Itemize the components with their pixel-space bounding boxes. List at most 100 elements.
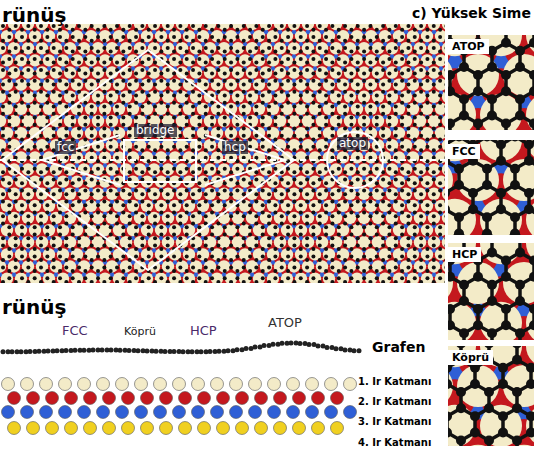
ir-blue: [274, 2, 286, 14]
ir-red: [267, 289, 279, 301]
ir-blue: [372, 293, 384, 305]
ir-blue: [246, 293, 258, 305]
ir-red: [190, 301, 202, 313]
ir-red: [162, 10, 174, 22]
ir-red: [309, 0, 321, 10]
ir-blue: [288, 293, 300, 305]
ir-blue: [379, 305, 391, 317]
ir-red: [120, 301, 132, 313]
ir-blue: [232, 293, 244, 305]
ir-blue: [302, 293, 314, 305]
ir-red: [365, 289, 377, 301]
ir-blue: [309, 305, 321, 317]
ir-red: [379, 289, 391, 301]
ir-red: [337, 289, 349, 301]
ir-red: [295, 0, 307, 10]
ir-cream: [211, 6, 223, 18]
ir-red: [176, 301, 188, 313]
ir-blue: [400, 293, 412, 305]
ir-red: [309, 289, 321, 301]
ir-cream: [1, 54, 13, 66]
ir-cream: [288, 0, 300, 6]
ir-cream: [267, 54, 279, 66]
ir-cream: [113, 6, 125, 18]
ir-blue: [428, 293, 440, 305]
ir-blue: [155, 305, 167, 317]
ir-red: [99, 289, 111, 301]
ir-red: [239, 289, 251, 301]
ir-red: [127, 0, 139, 10]
ir-cream: [386, 18, 398, 30]
ir-cream: [106, 0, 118, 6]
ir-cream: [141, 6, 153, 18]
ir-cream: [92, 0, 104, 6]
ir-cream: [148, 0, 160, 6]
ir-red: [274, 301, 286, 313]
ir-red: [288, 301, 300, 313]
ir-cream: [204, 0, 216, 6]
ir-red: [113, 0, 125, 10]
ir-red: [204, 301, 216, 313]
ir-cream: [85, 6, 97, 18]
ir-blue: [365, 305, 377, 317]
ir-cream: [267, 6, 279, 18]
ir-blue: [421, 305, 433, 317]
ir-red: [190, 10, 202, 22]
ir-blue: [288, 2, 300, 14]
ir-cream: [204, 18, 216, 30]
ir-cream: [323, 6, 335, 18]
ir-blue: [120, 2, 132, 14]
ir-red: [428, 301, 440, 313]
ir-blue: [190, 293, 202, 305]
ir-cream: [169, 6, 181, 18]
ir-red: [344, 10, 356, 22]
ir-red: [379, 0, 391, 10]
ir-blue: [78, 2, 90, 14]
ir-blue: [204, 2, 216, 14]
ir-blue: [99, 305, 111, 317]
ir-cream: [183, 6, 195, 18]
ir-red: [260, 10, 272, 22]
ir-red: [148, 301, 160, 313]
ir-blue: [253, 305, 265, 317]
ir-cream: [78, 0, 90, 6]
ir-cream: [400, 0, 412, 6]
ir-red: [274, 10, 286, 22]
ir-red: [134, 301, 146, 313]
ir-red: [232, 10, 244, 22]
ir-blue: [148, 293, 160, 305]
ir-cream: [246, 18, 258, 30]
ir-red: [85, 0, 97, 10]
ir-blue: [344, 2, 356, 14]
ir-red: [316, 301, 328, 313]
ir-blue: [162, 2, 174, 14]
ir-red: [113, 289, 125, 301]
ir-blue: [190, 2, 202, 14]
ir-cream: [309, 54, 321, 66]
ir-red: [211, 289, 223, 301]
ir-cream: [71, 6, 83, 18]
ir-cream: [337, 6, 349, 18]
ir-red: [281, 0, 293, 10]
ir-blue: [148, 2, 160, 14]
ir-blue: [323, 305, 335, 317]
ir-blue: [176, 293, 188, 305]
ir-blue: [393, 305, 405, 317]
ir-blue: [260, 293, 272, 305]
ir-blue: [204, 293, 216, 305]
ir-red: [141, 0, 153, 10]
ir-blue: [134, 2, 146, 14]
ir-red: [246, 301, 258, 313]
ir-cream: [253, 6, 265, 18]
ir-red: [106, 301, 118, 313]
ir-red: [134, 10, 146, 22]
ir-cream: [141, 54, 153, 66]
ir-cream: [218, 0, 230, 6]
ir-blue: [407, 305, 419, 317]
ir-cream: [274, 0, 286, 6]
ir-blue: [372, 2, 384, 14]
ir-red: [218, 10, 230, 22]
ir-red: [92, 301, 104, 313]
ir-red: [78, 301, 90, 313]
ir-blue: [358, 2, 370, 14]
